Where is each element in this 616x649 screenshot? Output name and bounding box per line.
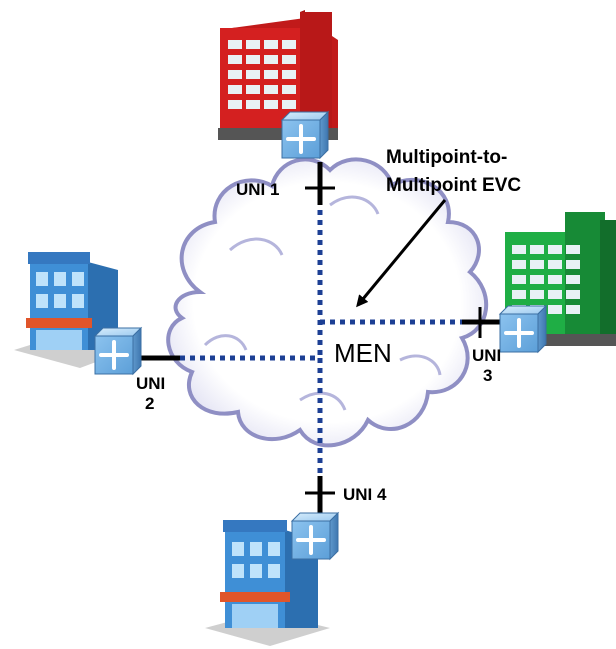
network-switch-cube-icon (290, 511, 340, 561)
uni2-label-line2: 2 (145, 394, 154, 413)
uni3-label-line2: 3 (483, 366, 492, 385)
red-office-building-icon (218, 10, 338, 140)
uni2-label-line1: UNI (136, 374, 165, 393)
network-switch-cube-icon (498, 304, 548, 354)
evc-paths (180, 200, 470, 476)
cloud-icon (166, 157, 489, 448)
men-cloud (166, 157, 489, 448)
evc-label-line1: Multipoint-to- (386, 147, 507, 168)
blue-shop-building-icon (14, 252, 128, 368)
evc-label-line2: Multipoint EVC (386, 175, 521, 196)
network-switch-cube-icon (93, 326, 143, 376)
arrow-icon (356, 199, 447, 308)
uni3-label-line1: UNI (472, 346, 501, 365)
uni1-label: UNI 1 (236, 180, 279, 199)
uni-connections (140, 162, 505, 515)
network-label: MEN (334, 338, 392, 368)
uni4-label: UNI 4 (343, 485, 387, 504)
network-switch-cube-icon (280, 110, 330, 160)
